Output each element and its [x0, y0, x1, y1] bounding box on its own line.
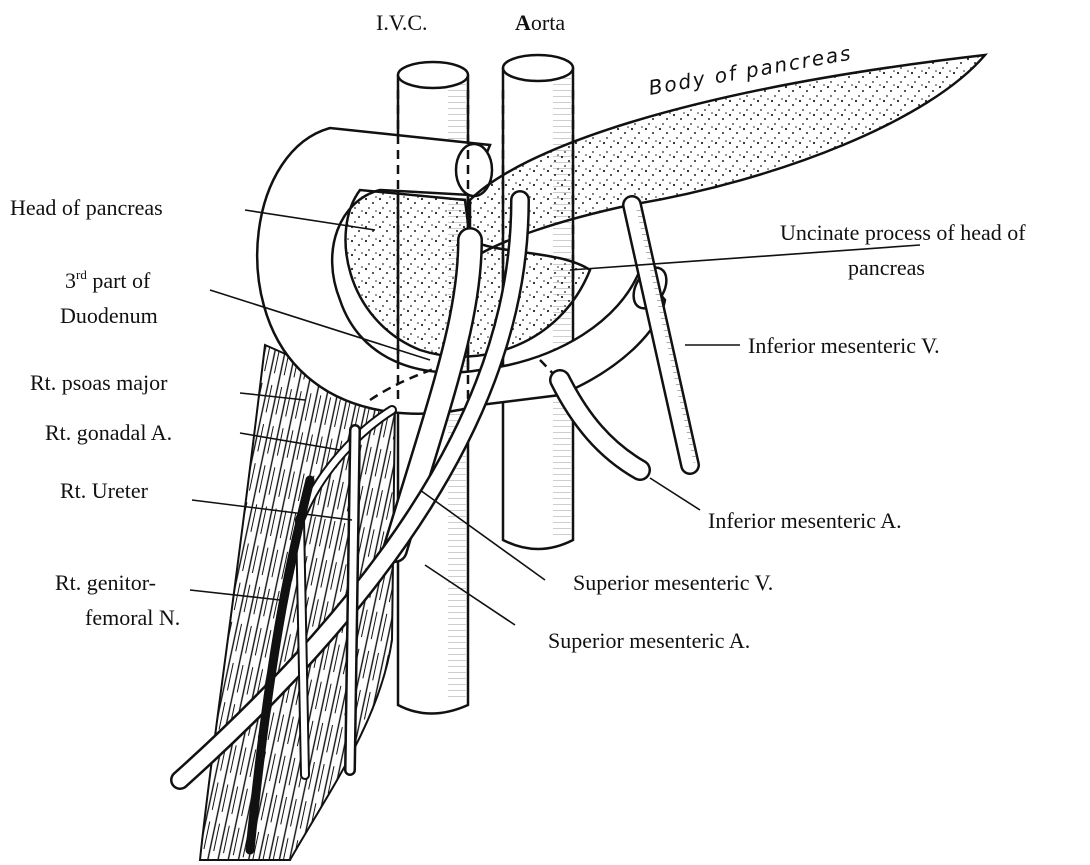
label-inferior-mesenteric-a: Inferior mesenteric A. — [708, 508, 902, 534]
ureter — [350, 430, 355, 770]
label-superior-mesenteric-v: Superior mesenteric V. — [573, 570, 773, 596]
label-aorta: Aorta — [515, 10, 565, 36]
label-third-ordinal: 3 — [65, 268, 76, 293]
label-inferior-mesenteric-v: Inferior mesenteric V. — [748, 333, 940, 359]
label-uncinate-process-line2: pancreas — [848, 255, 925, 281]
label-uncinate-process-line1: Uncinate process of head of — [780, 220, 1026, 246]
label-rt-ureter: Rt. Ureter — [60, 478, 148, 504]
label-superior-mesenteric-a: Superior mesenteric A. — [548, 628, 750, 654]
label-head-of-pancreas: Head of pancreas — [10, 195, 163, 221]
label-rt-psoas-major: Rt. psoas major — [30, 370, 168, 396]
label-rt-genitofemoral-line1: Rt. genitor- — [55, 570, 156, 596]
label-aorta-rest: orta — [531, 10, 565, 35]
label-third-rest: part of — [87, 268, 151, 293]
label-third-part-duodenum-line1: 3rd part of — [65, 268, 150, 294]
label-ivc: I.V.C. — [376, 10, 428, 36]
label-third-sup: rd — [76, 267, 87, 282]
label-aorta-initial: A — [515, 10, 531, 35]
label-third-part-duodenum-line2: Duodenum — [60, 303, 158, 329]
label-rt-genitofemoral-line2: femoral N. — [85, 605, 180, 631]
label-rt-gonadal-a: Rt. gonadal A. — [45, 420, 172, 446]
